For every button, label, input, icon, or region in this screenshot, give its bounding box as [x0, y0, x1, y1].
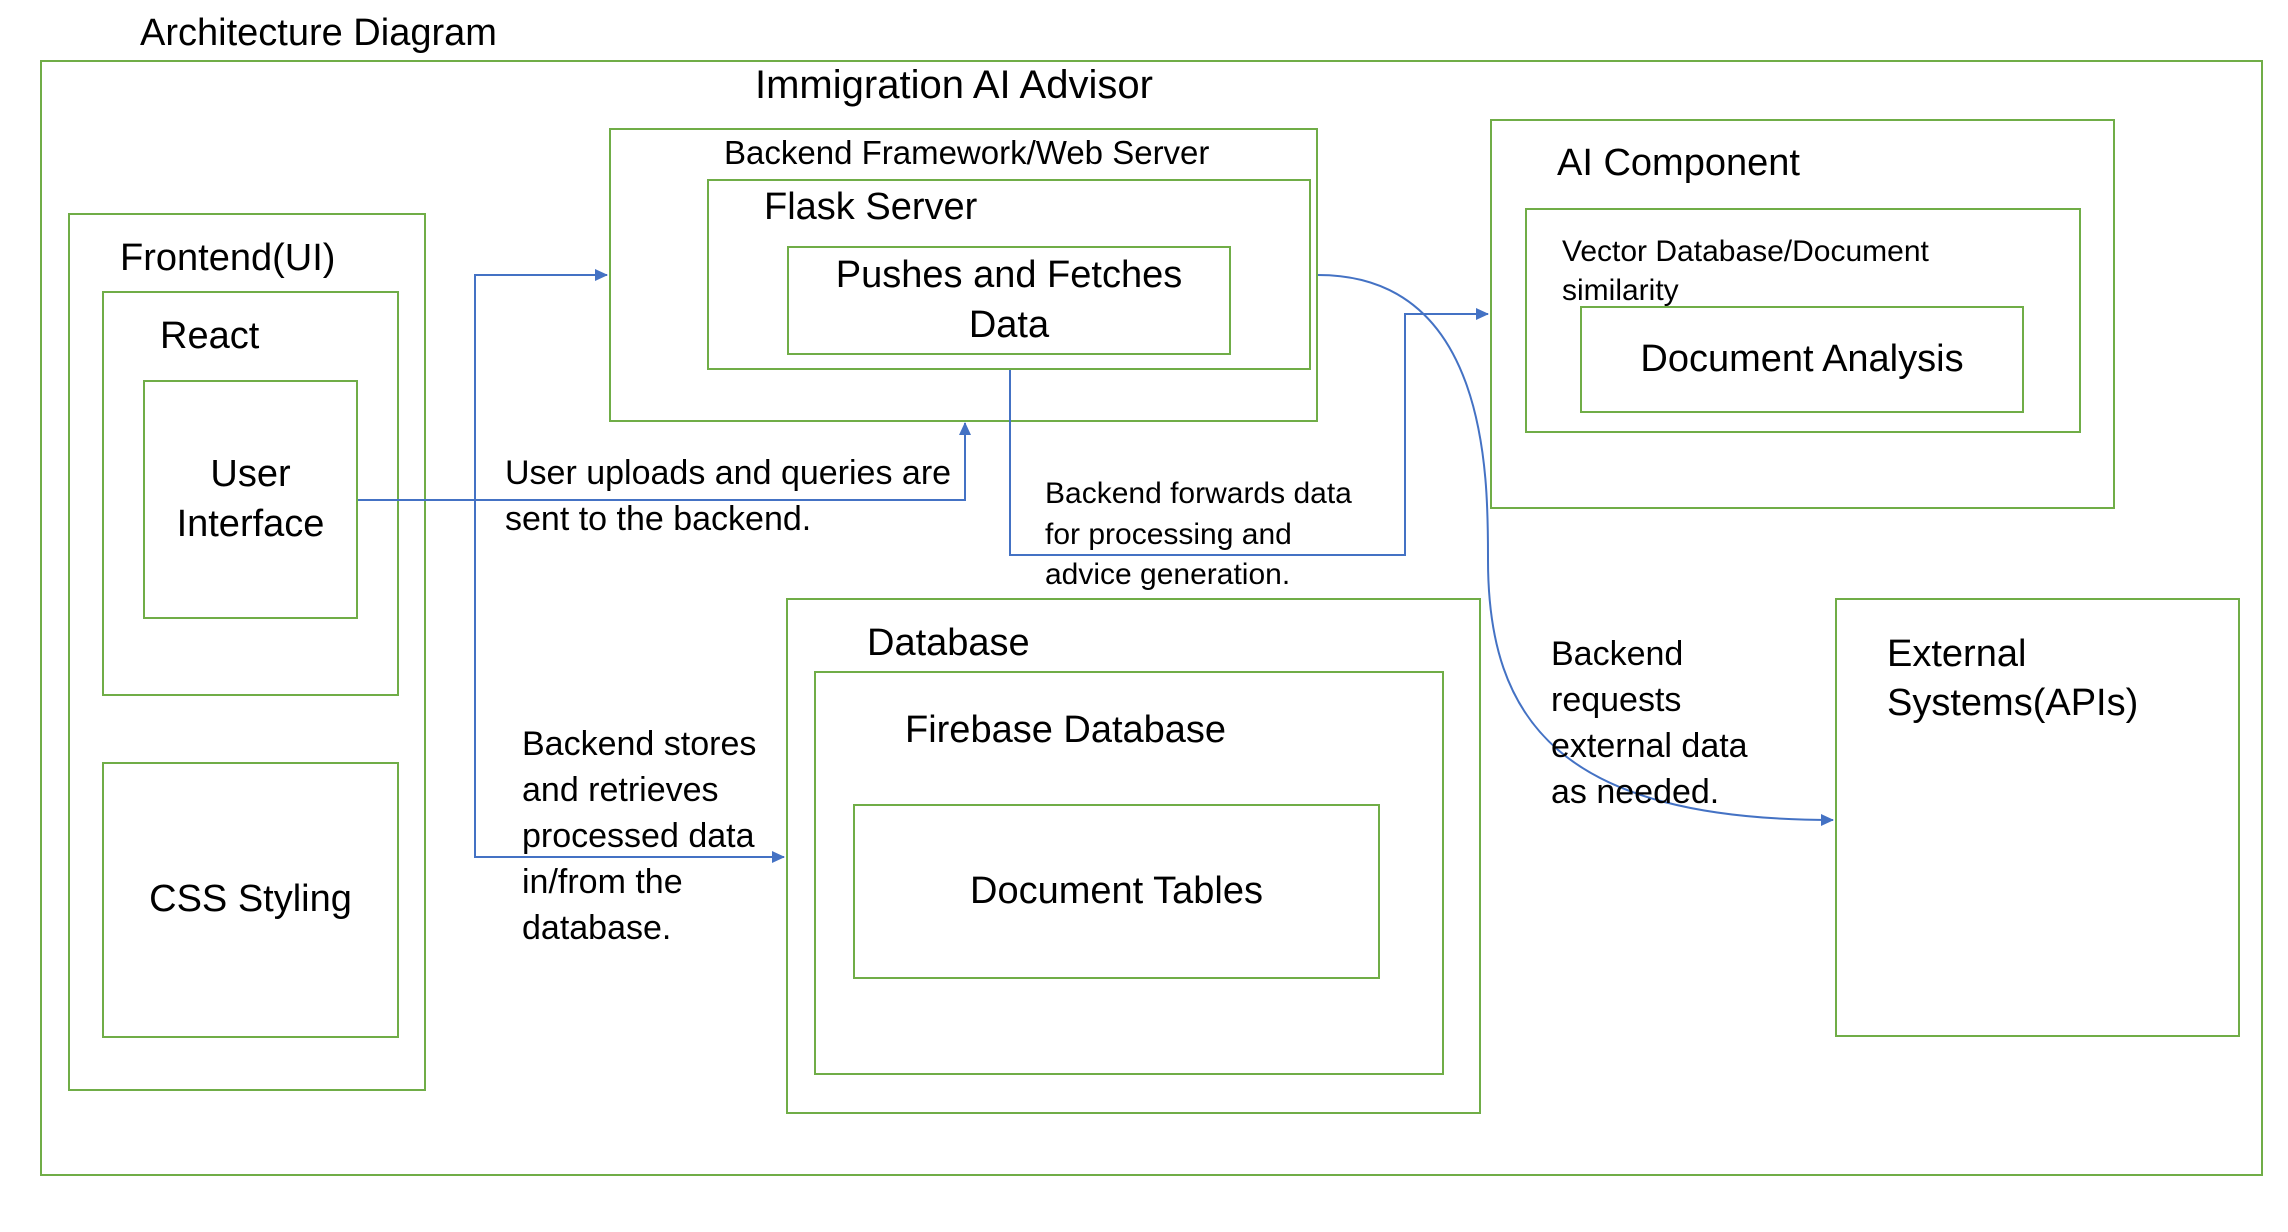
firebase-database-box — [814, 671, 1444, 1075]
arrow-to-backend-left — [474, 269, 608, 500]
arrow-backend-to-ai — [1009, 308, 1489, 556]
note-forwards: Backend forwards data for processing and… — [1045, 477, 1352, 591]
css-styling-box — [102, 762, 399, 1038]
backend-box — [609, 128, 1318, 422]
note-stores: Backend stores and retrieves processed d… — [522, 725, 757, 947]
arrow-ui-to-backend — [358, 422, 971, 501]
arrow-to-database — [474, 500, 785, 863]
firebase-database-title: Firebase Database — [905, 709, 1227, 751]
arrow-backend-to-external — [1317, 274, 1834, 826]
backend-title: Backend Framework/Web Server — [724, 134, 1210, 171]
pushes-fetches-box — [787, 246, 1231, 355]
ai-component-title: AI Component — [1557, 142, 1800, 184]
frontend-box — [68, 213, 426, 1091]
external-systems-box — [1835, 598, 2240, 1037]
react-title: React — [160, 315, 260, 357]
user-interface-label: User Interface — [176, 453, 325, 545]
frontend-title: Frontend(UI) — [120, 237, 336, 279]
pushes-fetches-label: Pushes and Fetches Data — [835, 254, 1183, 346]
document-tables-label: Document Tables — [970, 869, 1263, 912]
database-title: Database — [867, 622, 1030, 664]
user-interface-box — [143, 380, 358, 619]
document-analysis-box — [1580, 306, 2024, 413]
database-box — [786, 598, 1481, 1114]
note-uploads: User uploads and queries are sent to the… — [505, 454, 952, 538]
flask-server-box — [707, 179, 1311, 370]
css-styling-label: CSS Styling — [149, 878, 352, 921]
flask-server-title: Flask Server — [764, 186, 978, 228]
vector-database-title: Vector Database/Document similarity — [1562, 235, 1929, 307]
external-systems-title: External Systems(APIs) — [1887, 633, 2139, 725]
document-analysis-label: Document Analysis — [1640, 337, 1964, 380]
system-boundary-box — [40, 60, 2263, 1176]
system-label: Immigration AI Advisor — [755, 63, 1153, 107]
ai-component-box — [1490, 119, 2115, 509]
vector-database-box — [1525, 208, 2081, 433]
note-requests: Backend requests external data as needed… — [1551, 635, 1748, 811]
react-box — [102, 291, 399, 696]
diagram-title: Architecture Diagram — [140, 12, 497, 54]
document-tables-box — [853, 804, 1380, 979]
